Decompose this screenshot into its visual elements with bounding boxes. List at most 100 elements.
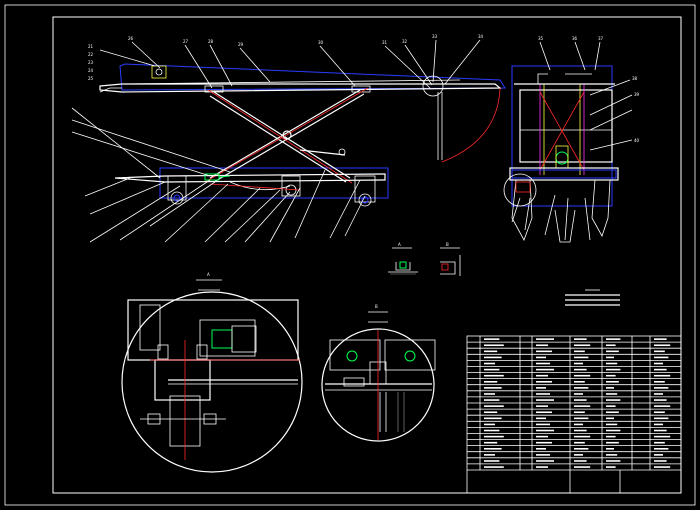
bom-cell-text <box>484 338 500 340</box>
notes-block <box>565 289 620 306</box>
balloon-label: 33 <box>432 34 438 39</box>
top-clamp <box>151 65 167 79</box>
balloon-label: 23 <box>88 60 94 65</box>
bom-cell-text <box>574 393 583 395</box>
bom-cell-text <box>574 405 591 407</box>
bom-cell-text <box>654 387 669 389</box>
bom-cell-text <box>484 460 500 462</box>
bom-cell-text <box>654 411 665 414</box>
bom-cell-text <box>654 380 665 383</box>
end-cross-2 <box>539 91 585 171</box>
bill-of-materials <box>466 335 682 494</box>
bom-cell-text <box>606 393 618 395</box>
bom-cell-text <box>606 362 618 365</box>
lower-link-centerline <box>209 183 301 191</box>
bom-cell-text <box>536 362 550 365</box>
bom-cell-text <box>654 399 667 401</box>
end-frame-outline <box>511 65 613 207</box>
bom-cell-text <box>574 441 585 444</box>
wheel-left <box>167 175 187 205</box>
bom-cell-text <box>574 447 589 450</box>
bom-cell-text <box>536 387 546 389</box>
caster-left <box>511 179 533 241</box>
balloon-label: 35 <box>538 36 544 41</box>
base-rail <box>114 173 386 183</box>
scissor-pivot <box>282 130 292 140</box>
bom-cell-text <box>536 344 548 347</box>
balloon-labels: 21 22 23 24 25 26 27 28 29 30 31 32 33 3… <box>88 34 640 143</box>
balloon-label: 32 <box>402 39 408 44</box>
detail-view-a: A <box>121 272 303 473</box>
bom-cell-text <box>606 435 616 438</box>
bom-cell-text <box>484 362 495 365</box>
bom-cell-text <box>536 411 552 414</box>
bom-cell-text <box>536 380 552 383</box>
swing-arc <box>441 87 501 163</box>
bom-cell-text <box>654 441 665 444</box>
bom-cell-text <box>606 429 621 432</box>
scissor-centerline-1 <box>204 87 369 183</box>
bom-cell-text <box>654 368 667 371</box>
bom-cell-text <box>536 460 554 462</box>
scissor-arm-1 <box>209 89 361 179</box>
bom-cell-text <box>606 344 616 347</box>
bom-cell-text <box>484 429 500 432</box>
balloon-callouts-bottom <box>71 107 366 243</box>
bom-cell-text <box>484 368 500 371</box>
bom-cell-text <box>654 466 671 468</box>
balloon-callouts-top <box>99 39 601 97</box>
bom-cell-text <box>606 350 619 353</box>
caster-left-red <box>515 181 531 193</box>
bom-cell-text <box>536 423 550 426</box>
bom-cell-text <box>536 454 550 456</box>
scissor-centerline-2 <box>207 89 353 184</box>
bom-cell-text <box>536 466 548 468</box>
bom-cell-text <box>654 362 663 365</box>
bom-grid <box>467 336 681 470</box>
bom-cell-text <box>536 368 554 371</box>
bom-cell-text <box>654 393 663 395</box>
bom-cell-text <box>536 356 546 359</box>
bom-cell-text <box>606 405 616 407</box>
balloon-label: 30 <box>318 40 324 45</box>
bom-cell-text <box>574 338 587 340</box>
sheet-border-outer <box>4 4 696 506</box>
detail-a-label: A <box>207 272 210 277</box>
bom-cell-text <box>606 441 619 444</box>
detail-b-label: B <box>375 304 378 309</box>
balloon-label: 25 <box>88 76 94 81</box>
bom-cell-text <box>574 423 583 426</box>
balloon-label: 21 <box>88 44 94 49</box>
bom-cell-text <box>484 387 502 389</box>
bom-cell-text <box>574 344 591 347</box>
bom-cell-text <box>574 411 585 414</box>
bom-cell-text <box>654 344 671 347</box>
balloon-label: 39 <box>634 92 640 97</box>
bom-cell-text <box>536 399 554 401</box>
bom-cell-text <box>536 447 546 450</box>
bom-cell-text <box>536 338 554 340</box>
bom-cell-text <box>654 454 663 456</box>
bom-cell-text <box>606 338 621 340</box>
bom-cell-text <box>654 417 669 420</box>
bom-cell-text <box>574 368 587 371</box>
bom-cell-text <box>536 429 554 432</box>
bom-cell-text <box>484 454 495 456</box>
bom-cell-text <box>484 447 502 450</box>
bom-cell-text <box>574 374 591 377</box>
end-cylinder-body <box>555 145 569 169</box>
bom-cell-text <box>574 417 589 420</box>
detail-view-b: B <box>321 304 436 442</box>
bom-cell-text <box>654 423 663 426</box>
caster-right <box>591 179 611 237</box>
bom-cell-text <box>536 417 546 420</box>
balloon-label: 40 <box>634 138 640 143</box>
bom-cell-text <box>574 380 585 383</box>
bom-cell-text <box>606 447 614 450</box>
bom-cell-text <box>574 466 591 468</box>
bom-cell-text <box>654 429 667 432</box>
bom-cell-text <box>606 417 614 420</box>
bom-cell-text <box>606 399 621 401</box>
bom-cell-text <box>606 374 616 377</box>
bom-cell-text <box>574 356 589 359</box>
